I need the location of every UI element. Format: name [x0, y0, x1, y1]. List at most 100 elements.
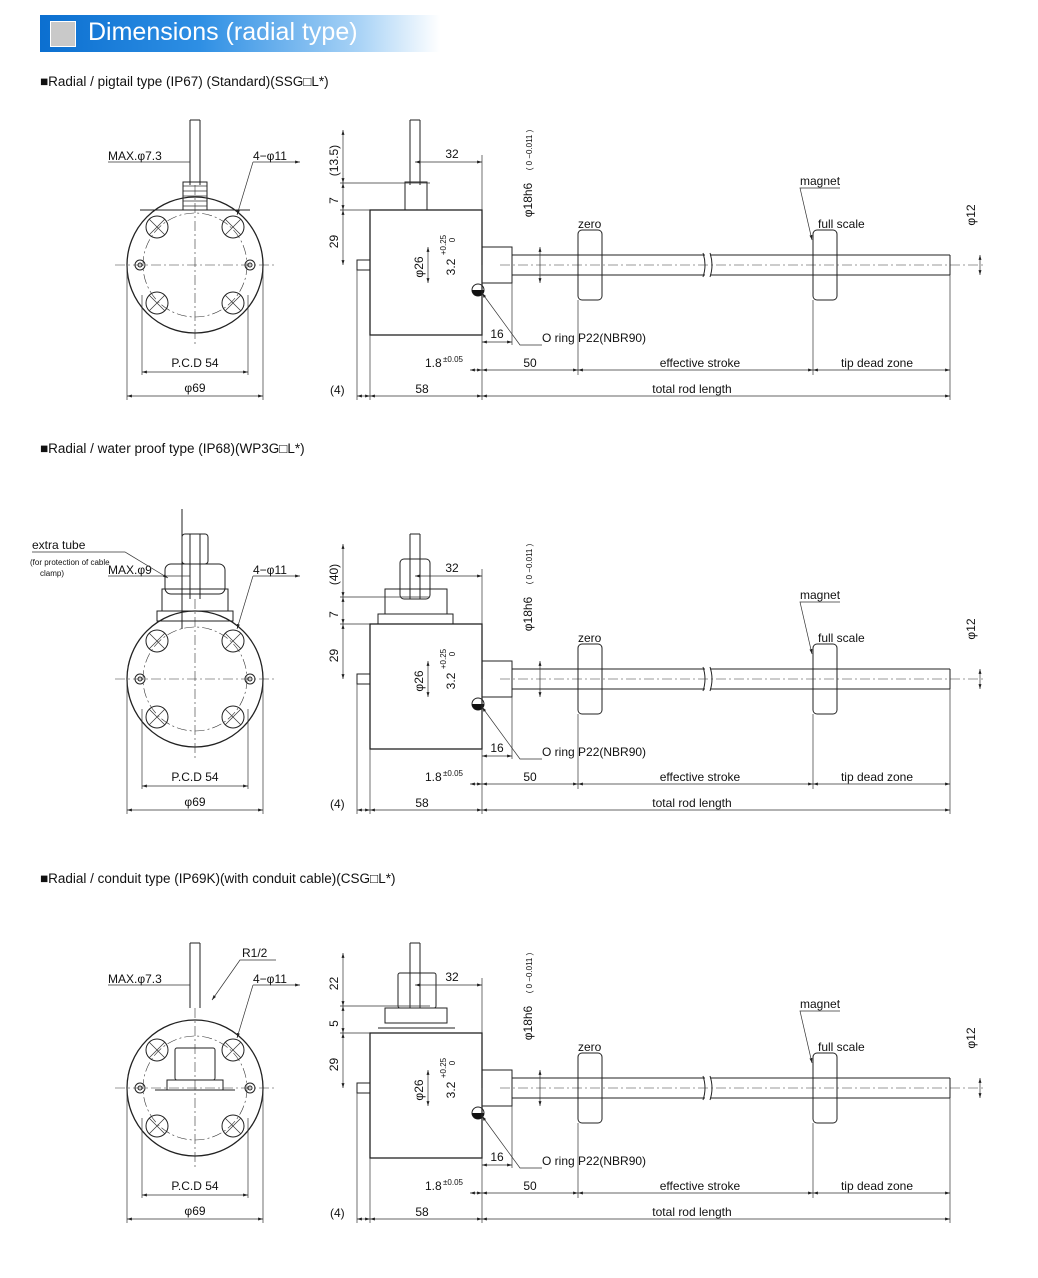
groove-tolerance: 0 — [448, 1060, 457, 1065]
mount-hole — [221, 1114, 245, 1138]
tip-dead-zone-label: tip dead zone — [841, 770, 913, 784]
total-rod-length-label: total rod length — [652, 796, 731, 810]
50-label: 50 — [523, 1179, 537, 1193]
o-ring-label: O ring P22(NBR90) — [542, 331, 646, 345]
body-outline — [369, 1032, 483, 1159]
top-dimension-label: 7 — [327, 611, 341, 618]
rod-fit-tolerance: ( 0 −0.011 ) — [525, 543, 534, 584]
rod-diameter-label: φ12 — [964, 204, 978, 225]
leader-line — [799, 601, 840, 655]
top-dimension-label: 29 — [327, 1058, 341, 1072]
section-title-conduit: ■Radial / conduit type (IP69K)(with cond… — [40, 871, 396, 886]
mount-hole — [145, 705, 169, 729]
58-label: 58 — [415, 382, 429, 396]
1.8-label: 1.8 — [425, 356, 442, 370]
tip-dead-zone-label: tip dead zone — [841, 1179, 913, 1193]
groove-label: 3.2 — [444, 672, 458, 689]
hole-mark — [148, 632, 166, 650]
1.8-label: 1.8 — [425, 1179, 442, 1193]
conduit-nut — [384, 1007, 448, 1024]
mount-hole — [221, 1038, 245, 1062]
max-diameter-label: MAX.φ7.3 — [108, 972, 162, 986]
1.8-tolerance: ±0.05 — [443, 1178, 464, 1187]
top-dimension-label: (13.5) — [327, 145, 341, 176]
rod-fit-label: φ18h6 — [521, 182, 535, 217]
zero-magnet — [577, 1052, 603, 1124]
cable-gland — [404, 181, 428, 211]
groove-tolerance: 0 — [448, 651, 457, 656]
58-label: 58 — [415, 1205, 429, 1219]
50-label: 50 — [523, 770, 537, 784]
conduit-fitting — [397, 972, 437, 1009]
page-title: Dimensions (radial type) — [88, 18, 358, 46]
zero-label: zero — [578, 1040, 602, 1054]
rear-screw — [356, 673, 371, 685]
rod-fit-tolerance: ( 0 −0.011 ) — [525, 129, 534, 170]
hole-mark — [148, 218, 166, 236]
leader-line — [481, 1115, 542, 1169]
body-outline — [369, 623, 483, 750]
hole-mark — [224, 1117, 242, 1135]
zero-label: zero — [578, 217, 602, 231]
leader-line — [481, 292, 542, 346]
zero-magnet — [577, 229, 603, 301]
leader-line — [236, 161, 254, 216]
hole-mark — [148, 1117, 166, 1135]
top-dimension-label: 7 — [327, 197, 341, 204]
mount-hole — [221, 215, 245, 239]
rear-screw — [356, 259, 371, 271]
groove-tolerance: +0.25 — [439, 234, 448, 255]
leader-line — [236, 984, 254, 1039]
top-dimension-label: (40) — [327, 564, 341, 585]
offset-label: 32 — [445, 147, 459, 161]
holes-label: 4−φ11 — [253, 149, 287, 163]
16-label: 16 — [490, 1150, 504, 1164]
groove-tolerance: +0.25 — [439, 1057, 448, 1078]
groove-tolerance: 0 — [448, 237, 457, 242]
section-title-waterproof: ■Radial / water proof type (IP68)(WP3G□L… — [40, 441, 305, 456]
rod-fit-label: φ18h6 — [521, 1005, 535, 1040]
4-label: (4) — [330, 1206, 345, 1220]
mount-hole — [221, 291, 245, 315]
mount-hole — [145, 291, 169, 315]
banner-square-icon — [50, 21, 76, 47]
4-label: (4) — [330, 383, 345, 397]
mount-hole — [221, 705, 245, 729]
total-rod-length-label: total rod length — [652, 1205, 731, 1219]
thread-label: R1/2 — [242, 946, 268, 960]
extra-tube — [181, 533, 209, 565]
leader-line — [799, 1010, 840, 1064]
1.8-label: 1.8 — [425, 770, 442, 784]
max-diameter-label: MAX.φ9 — [108, 563, 152, 577]
holes-label: 4−φ11 — [253, 563, 287, 577]
hole-mark — [224, 632, 242, 650]
body-diameter-label: φ69 — [184, 795, 205, 809]
top-dimension-label: 29 — [327, 649, 341, 663]
rod-fit-label: φ18h6 — [521, 596, 535, 631]
section-title-pigtail: ■Radial / pigtail type (IP67) (Standard)… — [40, 74, 329, 89]
o-ring-label: O ring P22(NBR90) — [542, 745, 646, 759]
zero-label: zero — [578, 631, 602, 645]
hole-mark — [224, 708, 242, 726]
offset-label: 32 — [445, 561, 459, 575]
hole-mark — [148, 294, 166, 312]
hole-mark — [148, 1041, 166, 1059]
body-outline — [369, 209, 483, 336]
o-ring-label: O ring P22(NBR90) — [542, 1154, 646, 1168]
groove-label: 3.2 — [444, 1081, 458, 1098]
body-diameter-label: φ69 — [184, 1204, 205, 1218]
pcd-label: P.C.D 54 — [171, 1179, 218, 1193]
mount-hole — [145, 629, 169, 653]
leader-line — [211, 959, 276, 1001]
1.8-tolerance: ±0.05 — [443, 769, 464, 778]
top-dimension-label: 5 — [327, 1020, 341, 1027]
rear-screw — [356, 1082, 371, 1094]
max-diameter-label: MAX.φ7.3 — [108, 149, 162, 163]
58-label: 58 — [415, 796, 429, 810]
leader-line — [236, 575, 254, 630]
hole-mark — [224, 218, 242, 236]
